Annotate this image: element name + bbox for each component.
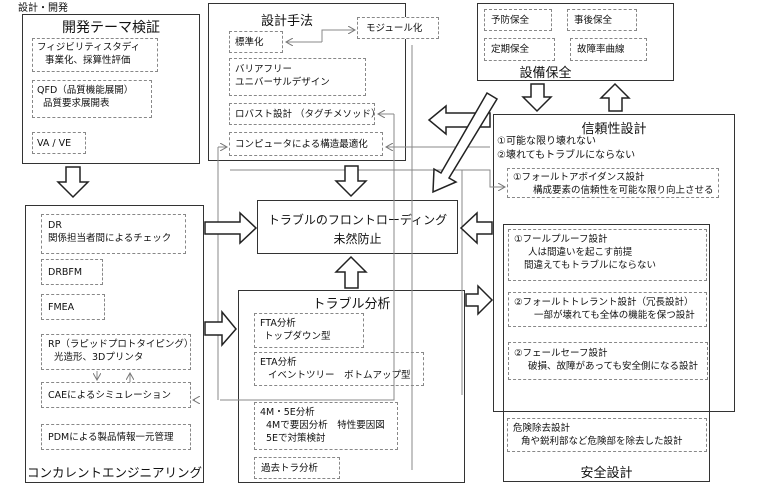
failure-rate-curve-label: 故障率曲線: [577, 44, 625, 55]
fta-box: FTA分析 トップダウン型: [254, 313, 364, 348]
standardization-label: 標準化: [235, 37, 264, 48]
preventive-maintenance-box: 予防保全: [484, 9, 552, 31]
fool-proof-line1: ①フールプルーフ設計: [514, 234, 608, 245]
fmea-label: FMEA: [48, 302, 75, 313]
barrier-free-line2: ユニバーサルデザイン: [235, 77, 330, 88]
safety-panel: 安全設計: [503, 224, 710, 482]
fta-line2: トップダウン型: [264, 331, 331, 342]
fault-tolerant-line1: ②フォールトトレラント設計（冗長設計）: [514, 297, 694, 308]
front-loading-line1: トラブルのフロントローディング: [267, 213, 448, 227]
arrow-design-to-center: [334, 165, 368, 198]
fault-tolerant-box: ②フォールトトレラント設計（冗長設計） 一部が壊れても全体の機能を保つ設計: [508, 292, 707, 327]
feasibility-study-box: フィジビリティスタディ 事業化、採算性評価: [32, 38, 158, 72]
dr-line1: DR: [48, 220, 62, 231]
4m5e-line2: 4Mで要因分析 特性要因図: [266, 420, 385, 431]
breakdown-maintenance-box: 事後保全: [567, 9, 637, 31]
arrow-concurrent-to-center: [204, 211, 258, 245]
pdm-box: PDMによる製品情報一元管理: [41, 424, 191, 450]
fault-tolerant-line2: 一部が壊れても全体の機能を保つ設計: [534, 310, 695, 321]
va-ve-box: VA / VE: [32, 132, 86, 154]
front-loading-line2: 未然防止: [333, 232, 382, 246]
arrow-concurrent-to-analysis: [204, 309, 237, 347]
section-label: 設計・開発: [18, 3, 68, 14]
rapid-prototyping-line2: 光造形、3Dプリンタ: [54, 352, 144, 363]
reliability-title: 信頼性設計: [581, 122, 647, 137]
dr-line2: 関係担当者間によるチェック: [48, 233, 172, 244]
barrier-free-line1: バリアフリー: [235, 64, 293, 75]
hazard-removal-line1: 危険除去設計: [513, 423, 571, 434]
fail-safe-line1: ②フェールセーフ設計: [514, 348, 608, 359]
rapid-prototyping-box: RP（ラピッドプロトタイピング） 光造形、3Dプリンタ: [41, 334, 194, 370]
feasibility-line2: 事業化、採算性評価: [45, 55, 131, 66]
arrow-maintenance-to-center: [432, 91, 499, 194]
reliability-principle-1: ①可能な限り壊れない: [497, 136, 596, 147]
standardization-box: 標準化: [229, 31, 283, 53]
fool-proof-line2: 人は間違いを起こす前提: [528, 247, 633, 258]
hazard-removal-line2: 角や鋭利部など危険部を除去した設計: [521, 436, 683, 447]
rapid-prototyping-line1: RP（ラピッドプロトタイピング）: [48, 339, 194, 350]
safety-title: 安全設計: [580, 466, 633, 481]
hazard-removal-box: 危険除去設計 角や鋭利部など危険部を除去した設計: [507, 418, 707, 452]
eta-line1: ETA分析: [260, 357, 297, 368]
drbfm-box: DRBFM: [41, 259, 103, 285]
concurrent-engineering-title: コンカレントエンジニアリング: [26, 465, 202, 480]
qfd-box: QFD（品質機能展開） 品質要求展開表: [32, 80, 152, 118]
periodic-maintenance-label: 定期保全: [491, 44, 530, 55]
va-ve-label: VA / VE: [37, 138, 72, 149]
periodic-maintenance-box: 定期保全: [484, 38, 555, 61]
eta-line2: イベントツリー ボトムアップ型: [268, 370, 411, 381]
arrow-dev-to-concurrent: [56, 166, 90, 199]
structural-optimization-box: コンピュータによる構造最適化: [229, 132, 383, 156]
breakdown-maintenance-label: 事後保全: [574, 15, 613, 26]
fool-proof-line3: 間違えてもトラブルにならない: [524, 260, 657, 271]
robust-design-box: ロバスト設計 （タグチメソッド）: [229, 103, 381, 125]
structural-optimization-label: コンピュータによる構造最適化: [235, 139, 368, 150]
design-method-title: 設計手法: [260, 14, 313, 29]
fail-safe-box: ②フェールセーフ設計 破損、故障があっても安全側になる設計: [508, 342, 708, 380]
eta-box: ETA分析 イベントツリー ボトムアップ型: [254, 352, 424, 386]
arrow-maintenance-to-reliability: [521, 83, 553, 113]
arrow-analysis-to-safety: [465, 284, 494, 316]
fta-line1: FTA分析: [260, 318, 296, 329]
drbfm-label: DRBFM: [48, 267, 83, 278]
reliability-principle-2: ②壊れてもトラブルにならない: [497, 150, 636, 161]
arrow-analysis-to-center: [334, 255, 368, 289]
feasibility-line1: フィジビリティスタディ: [37, 42, 141, 53]
4m5e-line1: 4M・5E分析: [260, 407, 315, 418]
modularization-box: モジュール化: [357, 17, 439, 39]
cae-simulation-box: CAEによるシミュレーション: [41, 382, 191, 408]
fault-avoidance-box: ①フォールトアボイダンス設計 構成要素の信頼性を可能な限り向上させる: [507, 168, 719, 198]
arrow-reliability-to-design: [427, 104, 491, 136]
fault-avoidance-line1: ①フォールトアボイダンス設計: [513, 172, 645, 183]
4m5e-box: 4M・5E分析 4Mで要因分析 特性要因図 5Eで対策検討: [254, 402, 398, 450]
fault-avoidance-line2: 構成要素の信頼性を可能な限り向上させる: [533, 185, 714, 196]
4m5e-line3: 5Eで対策検討: [266, 433, 326, 444]
trouble-analysis-title: トラブル分析: [312, 297, 391, 312]
fail-safe-line2: 破損、故障があっても安全側になる設計: [528, 361, 699, 372]
front-loading-box: トラブルのフロントローディング 未然防止: [257, 200, 458, 254]
maintenance-title: 設備保全: [519, 66, 572, 81]
robust-design-label: ロバスト設計 （タグチメソッド）: [235, 109, 381, 120]
modularization-label: モジュール化: [366, 23, 423, 34]
past-trouble-label: 過去トラ分析: [261, 463, 319, 474]
dev-theme-title: 開発テーマ検証: [62, 20, 160, 36]
barrier-free-box: バリアフリー ユニバーサルデザイン: [229, 58, 366, 96]
connector-fault-avoidance: [230, 169, 505, 187]
arrow-reliability-to-center: [459, 211, 493, 245]
arrow-reliability-to-maintenance: [599, 82, 631, 112]
pdm-label: PDMによる製品情報一元管理: [48, 432, 174, 443]
fmea-box: FMEA: [41, 294, 105, 320]
failure-rate-curve-box: 故障率曲線: [570, 38, 647, 61]
preventive-maintenance-label: 予防保全: [491, 15, 530, 26]
past-trouble-box: 過去トラ分析: [254, 457, 340, 479]
dr-box: DR 関係担当者間によるチェック: [41, 214, 186, 254]
qfd-line1: QFD（品質機能展開）: [37, 85, 134, 96]
qfd-line2: 品質要求展開表: [43, 98, 110, 109]
fool-proof-box: ①フールプルーフ設計 人は間違いを起こす前提 間違えてもトラブルにならない: [508, 229, 707, 281]
cae-simulation-label: CAEによるシミュレーション: [48, 390, 171, 401]
